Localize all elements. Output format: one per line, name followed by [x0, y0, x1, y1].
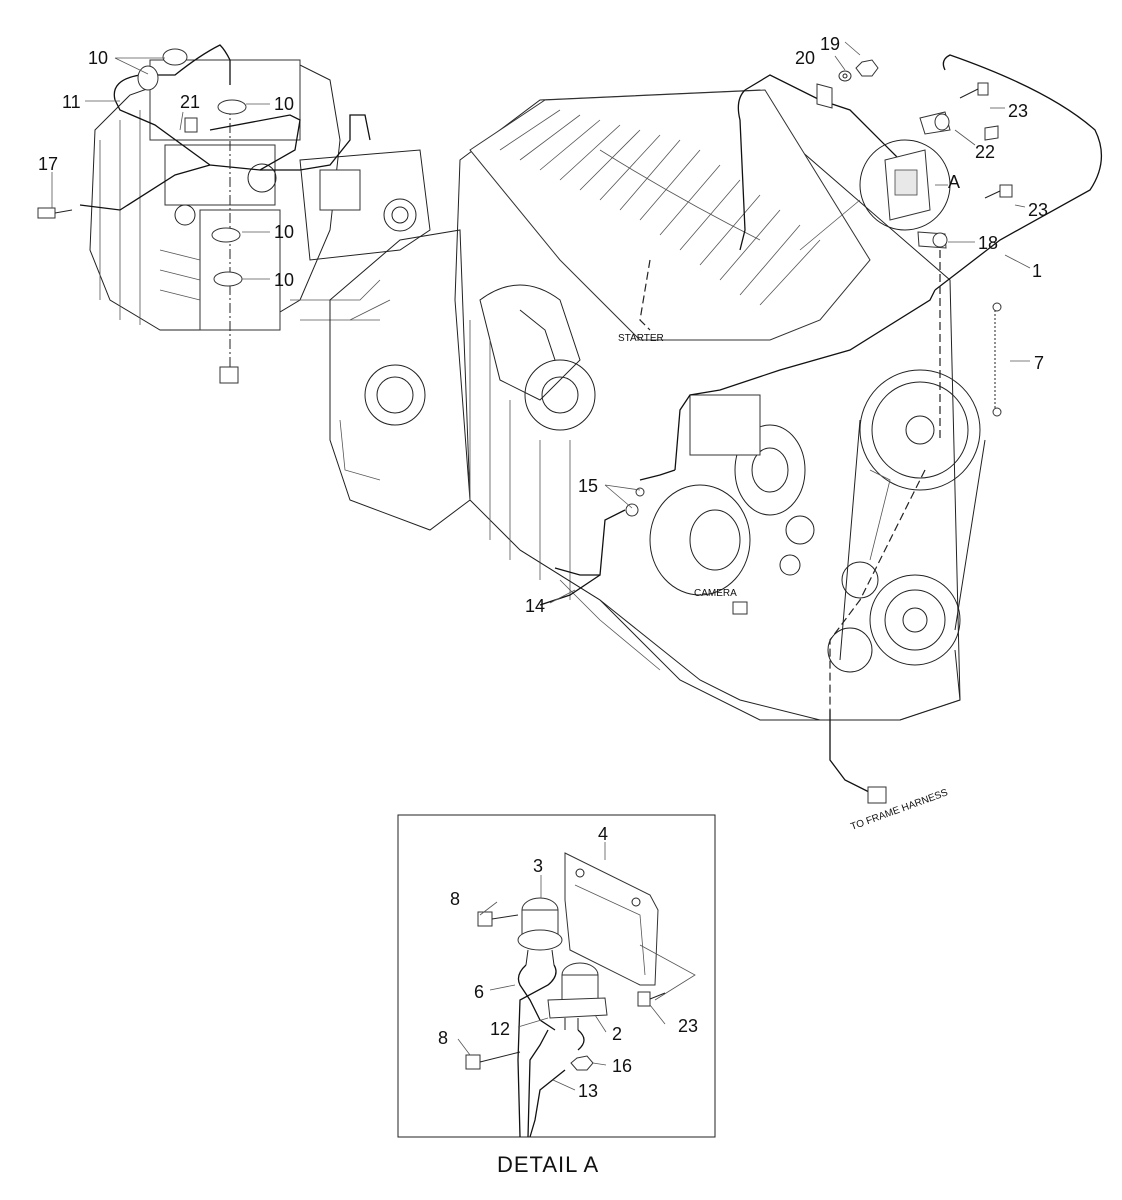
- callout-14: 14: [525, 596, 545, 616]
- callout-13: 13: [578, 1081, 598, 1101]
- detail-a-box: [397, 814, 716, 1138]
- callout-15: 15: [578, 476, 598, 496]
- detail-a-title: DETAIL A: [497, 1152, 599, 1177]
- frame-harness-note: TO FRAME HARNESS: [849, 787, 949, 833]
- starter-note: STARTER: [618, 333, 664, 344]
- leader-lines: [51, 41, 1031, 1091]
- callout-10: 10: [274, 270, 294, 290]
- callout-7: 7: [1034, 353, 1044, 373]
- callout-8: 8: [450, 889, 460, 909]
- callout-12: 12: [490, 1019, 510, 1039]
- callout-17: 17: [38, 154, 58, 174]
- callout-10: 10: [274, 94, 294, 114]
- callout-18: 18: [978, 233, 998, 253]
- callout-21: 21: [180, 92, 200, 112]
- callout-19: 19: [820, 34, 840, 54]
- callout-1: 1: [1032, 261, 1042, 281]
- detail-a-callout-circle: [799, 139, 951, 251]
- hydraulic-pump: [89, 59, 431, 331]
- callout-10: 10: [88, 48, 108, 68]
- callout-16: 16: [612, 1056, 632, 1076]
- callout-10: 10: [274, 222, 294, 242]
- engine-block: [329, 89, 961, 721]
- callout-20: 20: [795, 48, 815, 68]
- callout-23: 23: [1008, 101, 1028, 121]
- callout-11: 11: [62, 92, 81, 112]
- callout-6: 6: [474, 982, 484, 1002]
- connector-icon: [219, 366, 887, 804]
- hardware-parts: [37, 48, 1013, 517]
- ground-strap: [992, 302, 1002, 417]
- camera-note: CAMERA: [694, 588, 737, 599]
- callout-23: 23: [1028, 200, 1048, 220]
- callout-2: 2: [612, 1024, 622, 1044]
- callout-8: 8: [438, 1028, 448, 1048]
- callout-4: 4: [598, 824, 608, 844]
- front-accessory-drive: [649, 369, 986, 673]
- callout-22: 22: [975, 142, 995, 162]
- callout-3: 3: [533, 856, 543, 876]
- callout-A: A: [948, 172, 960, 192]
- callout-23: 23: [678, 1016, 698, 1036]
